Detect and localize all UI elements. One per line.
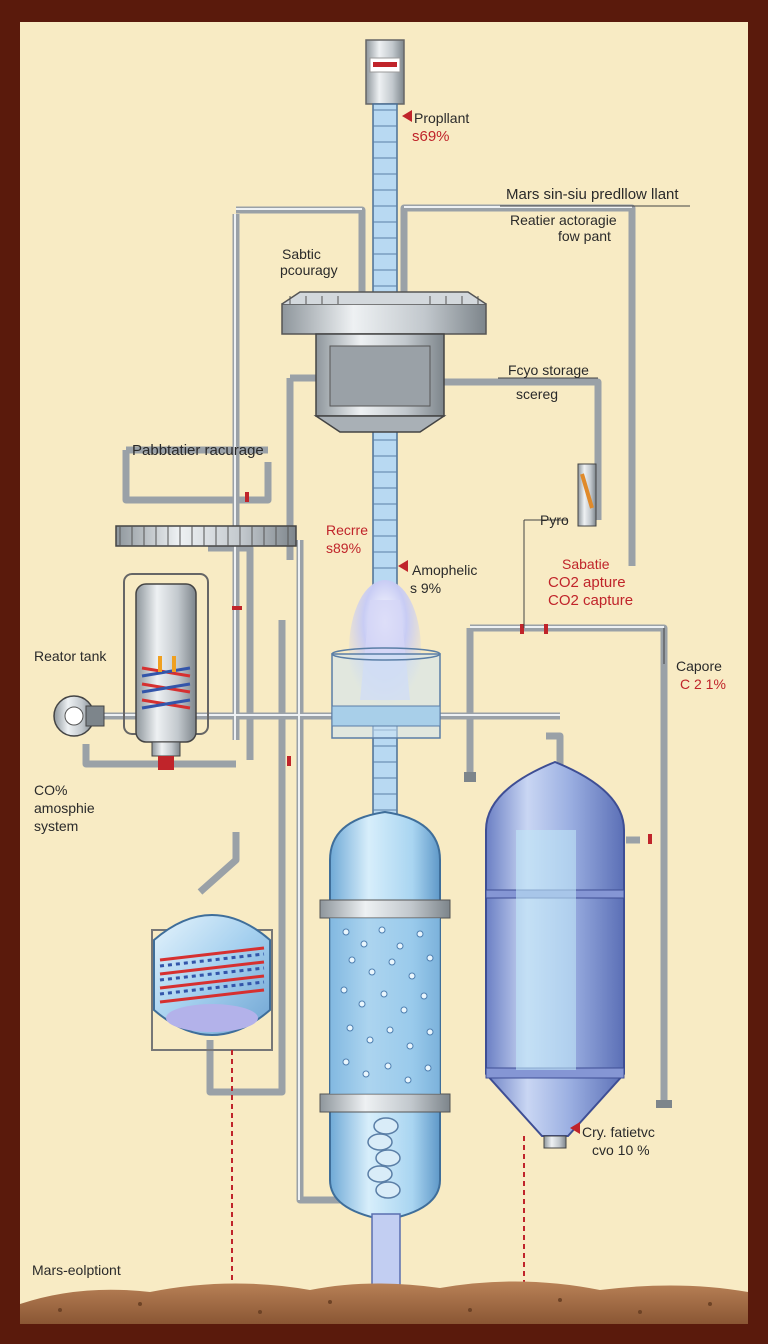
reactor-tank-label: Reator tank bbox=[34, 648, 107, 664]
pump-icon bbox=[53, 695, 105, 737]
sabatie-label: Sabatie bbox=[562, 556, 610, 572]
red-triangle-pointer bbox=[398, 560, 408, 572]
sabatier-platform bbox=[281, 291, 487, 433]
nozzle-icon bbox=[464, 463, 672, 1108]
red-triangle-pointer bbox=[570, 1122, 580, 1134]
subtitle-line-2: fow pant bbox=[558, 228, 611, 244]
diagram-title: Mars sin-siu predllow llant bbox=[506, 186, 679, 203]
sabatic-sub-label: pcouragy bbox=[280, 262, 338, 278]
co-percent-label: CO% bbox=[34, 782, 68, 798]
propellant-label: Propllant bbox=[414, 110, 470, 126]
main-tank bbox=[319, 810, 451, 1309]
scereg-label: scereg bbox=[516, 386, 559, 402]
soil-pebbles bbox=[58, 1298, 712, 1314]
amophelic-percent: s 9% bbox=[410, 580, 442, 596]
collection-basin bbox=[331, 647, 441, 739]
sabatic-label: Sabtic bbox=[282, 246, 321, 262]
ground-probes bbox=[231, 1050, 525, 1296]
label-leaders bbox=[498, 205, 690, 664]
system-label: system bbox=[34, 818, 79, 834]
spherical-tank bbox=[151, 914, 273, 1051]
cvo-percent-label: cvo 10 % bbox=[592, 1142, 650, 1158]
cryo-storage-tank bbox=[485, 760, 625, 1149]
reactor-tank bbox=[115, 525, 297, 770]
central-column bbox=[365, 39, 405, 841]
propellant-percent: s69% bbox=[412, 128, 450, 145]
pabbatier-label: Pabbtatier racurage bbox=[132, 442, 264, 459]
mars-soil bbox=[20, 1281, 748, 1324]
amophelic-label: Amophelic bbox=[412, 562, 478, 578]
co2-capture-label-1: CO2 apture bbox=[548, 574, 626, 591]
cry-fatietvc-label: Cry. fatietvc bbox=[582, 1124, 655, 1140]
subtitle-line-1: Reatier actoragie bbox=[510, 212, 617, 228]
cryo-storage-label: Fcyo storage bbox=[508, 362, 589, 378]
capore-percent: C 2 1% bbox=[680, 676, 726, 692]
red-triangle-pointer bbox=[402, 110, 412, 122]
recrre-percent: s89% bbox=[326, 540, 362, 556]
capore-label: Capore bbox=[676, 658, 722, 674]
atmosphere-label: amosphie bbox=[34, 800, 95, 816]
recrre-label: Recrre bbox=[326, 522, 369, 538]
mars-exploitation-label: Mars-eolptiont bbox=[32, 1262, 121, 1278]
pipe-flanges bbox=[232, 492, 652, 844]
co2-capture-label-2: CO2 capture bbox=[548, 592, 634, 609]
pyro-label: Pyro bbox=[540, 512, 569, 528]
